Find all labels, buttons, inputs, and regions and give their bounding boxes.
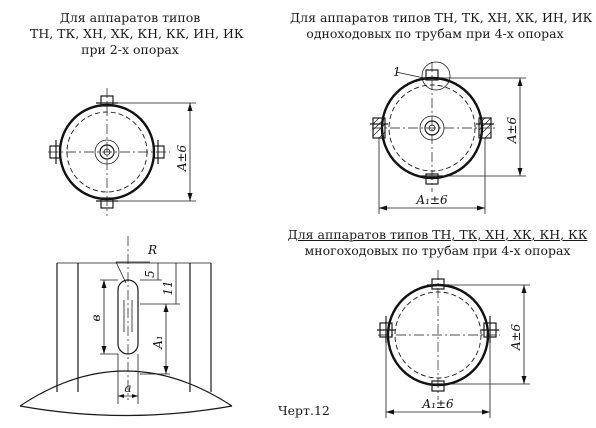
sheet-label: Черт.12 (278, 403, 330, 418)
figure-single-pass: 1 A±6 A₁±6 (370, 61, 526, 214)
caption-multi-pass: Для аппаратов типов ТН, ТК, ХН, ХК, КН, … (285, 227, 590, 259)
caption-line: ТН, ТК, ХН, ХК, КН, КК, ИН, ИК (30, 26, 244, 41)
caption-line: Для аппаратов типов (59, 10, 201, 25)
dim-11-label: 11 (161, 280, 175, 295)
caption-line: Для аппаратов типов ТН, ТК, ХН, ХК, КН, … (287, 227, 588, 242)
figure-slot-detail: R 5 11 в A₁ а (19, 236, 233, 417)
caption-line: Для аппаратов типов ТН, ТК, ХН, ХК, ИН, … (290, 10, 593, 25)
dim-a-label: A±6 (175, 144, 189, 172)
caption-line: одноходовых по трубам при 4-х опорах (306, 26, 564, 41)
dim-a1-label: A₁±6 (421, 397, 454, 411)
figure-multi-pass: A±6 A₁±6 (377, 270, 530, 418)
caption-two-supports: Для аппаратов типов ТН, ТК, ХН, ХК, КН, … (30, 10, 244, 58)
figure-two-supports: A±6 (48, 88, 196, 216)
dim-5-label: 5 (143, 270, 157, 278)
caption-line: при 2-х опорах (81, 42, 179, 57)
dim-a1-label: A₁±6 (415, 193, 448, 207)
dim-r-label: R (147, 243, 157, 257)
caption-single-pass: Для аппаратов типов ТН, ТК, ХН, ХК, ИН, … (290, 10, 593, 42)
dim-a-label: A±6 (509, 323, 523, 351)
leader-label: 1 (393, 65, 401, 79)
caption-line: многоходовых по трубам при 4-х опорах (304, 243, 571, 258)
dim-b-label: в (89, 314, 103, 321)
dim-a-small-label: а (124, 381, 131, 395)
dim-a-label: A±6 (505, 116, 519, 144)
dim-a1-vertical-label: A₁ (151, 335, 165, 349)
